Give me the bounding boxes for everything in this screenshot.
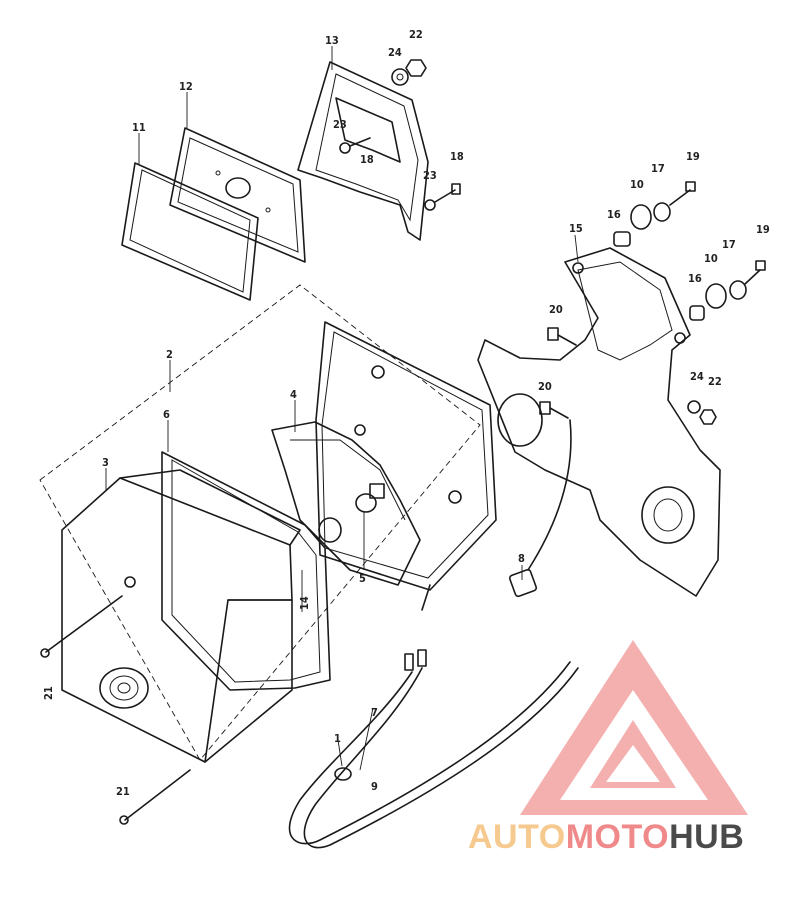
callout-7: 7 bbox=[371, 706, 378, 719]
watermark-part-hub: HUB bbox=[669, 818, 744, 856]
callout-4: 4 bbox=[290, 388, 297, 401]
callout-21: 21 bbox=[116, 785, 130, 798]
callout-19: 19 bbox=[686, 150, 700, 163]
part-housing bbox=[315, 321, 497, 591]
callout-10: 10 bbox=[704, 252, 718, 265]
callout-16: 16 bbox=[688, 272, 702, 285]
callouts: 13 24 22 12 11 23 18 23 18 19 10 17 16 1… bbox=[42, 28, 770, 798]
callout-15: 15 bbox=[569, 222, 583, 235]
callout-24: 24 bbox=[690, 370, 704, 383]
callout-23: 23 bbox=[423, 169, 437, 182]
callout-17: 17 bbox=[651, 162, 665, 175]
callout-18: 18 bbox=[360, 153, 374, 166]
part-plate-bracket-15 bbox=[477, 247, 721, 597]
callout-24: 24 bbox=[388, 46, 402, 59]
wires bbox=[288, 419, 579, 849]
callout-1: 1 bbox=[334, 732, 341, 745]
callout-16: 16 bbox=[607, 208, 621, 221]
callout-10: 10 bbox=[630, 178, 644, 191]
callout-12: 12 bbox=[179, 80, 193, 93]
hardware-items bbox=[339, 59, 766, 425]
callout-13: 13 bbox=[325, 34, 339, 47]
callout-19: 19 bbox=[756, 223, 770, 236]
callout-23: 23 bbox=[333, 118, 347, 131]
watermark-part-auto: AUTO bbox=[468, 818, 566, 856]
callout-5: 5 bbox=[359, 572, 366, 585]
callout-8: 8 bbox=[518, 552, 525, 565]
leader-lines bbox=[105, 46, 579, 771]
callout-11: 11 bbox=[132, 121, 146, 134]
callout-21: 21 bbox=[42, 686, 55, 700]
watermark-text: AUTOMOTOHUB bbox=[468, 818, 744, 856]
part-gasket-6 bbox=[161, 451, 331, 691]
svg-text:AUTOMOTOHUB: AUTOMOTOHUB bbox=[468, 818, 744, 856]
callout-20: 20 bbox=[549, 303, 563, 316]
callout-2: 2 bbox=[166, 348, 173, 361]
screws-21 bbox=[40, 595, 191, 825]
part-reflector-11 bbox=[121, 162, 259, 301]
callout-18: 18 bbox=[450, 150, 464, 163]
callout-17: 17 bbox=[722, 238, 736, 251]
part-lens-3 bbox=[61, 469, 301, 763]
callout-6: 6 bbox=[163, 408, 170, 421]
part-bulb-5 bbox=[318, 483, 385, 543]
part-bracket-13 bbox=[297, 61, 429, 241]
assembly-frame-2 bbox=[39, 284, 481, 761]
part-reflector-shell-4 bbox=[271, 421, 421, 586]
callout-3: 3 bbox=[102, 456, 109, 469]
part-gasket-12 bbox=[169, 127, 306, 263]
callout-22: 22 bbox=[708, 375, 722, 388]
watermark-part-moto: MOTO bbox=[566, 818, 669, 856]
callout-9: 9 bbox=[371, 780, 378, 793]
callout-14: 14 bbox=[298, 596, 311, 610]
callout-20: 20 bbox=[538, 380, 552, 393]
watermark-logo bbox=[520, 640, 748, 815]
callout-22: 22 bbox=[409, 28, 423, 41]
